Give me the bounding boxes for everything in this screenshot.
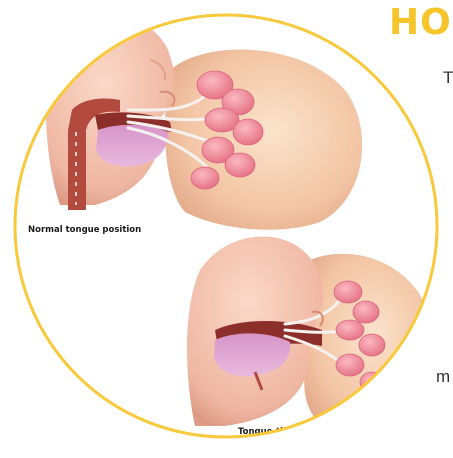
caption-normal: Normal tongue position — [28, 225, 141, 235]
